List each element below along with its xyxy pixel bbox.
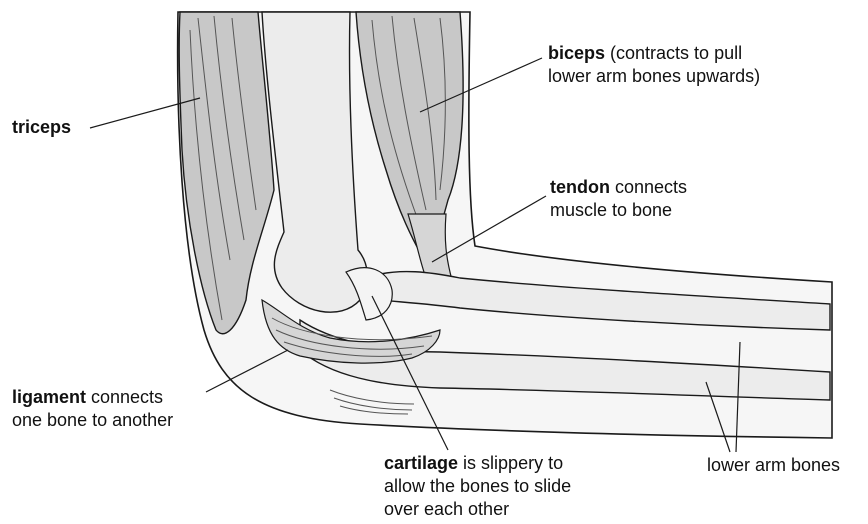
- ligament-label: ligament connects one bone to another: [12, 386, 173, 432]
- biceps-label: biceps (contracts to pull lower arm bone…: [548, 42, 760, 88]
- ligament-term: ligament: [12, 387, 86, 407]
- tendon-text-line2: muscle to bone: [550, 199, 687, 222]
- tendon-term: tendon: [550, 177, 610, 197]
- tendon-text-line1: connects: [610, 177, 687, 197]
- cartilage-term: cartilage: [384, 453, 458, 473]
- cartilage-text-line2: allow the bones to slide: [384, 475, 571, 498]
- lower-arm-bones-label: lower arm bones: [707, 454, 840, 477]
- cartilage-text-line1: is slippery to: [458, 453, 563, 473]
- tendon-label: tendon connects muscle to bone: [550, 176, 687, 222]
- cartilage-text-line3: over each other: [384, 498, 571, 521]
- biceps-term: biceps: [548, 43, 605, 63]
- biceps-text-line1: (contracts to pull: [605, 43, 742, 63]
- lower-arm-bones-text: lower arm bones: [707, 455, 840, 475]
- cartilage-label: cartilage is slippery to allow the bones…: [384, 452, 571, 521]
- ligament-text-line1: connects: [86, 387, 163, 407]
- triceps-term: triceps: [12, 117, 71, 137]
- biceps-text-line2: lower arm bones upwards): [548, 65, 760, 88]
- triceps-label: triceps: [12, 116, 71, 139]
- ligament-text-line2: one bone to another: [12, 409, 173, 432]
